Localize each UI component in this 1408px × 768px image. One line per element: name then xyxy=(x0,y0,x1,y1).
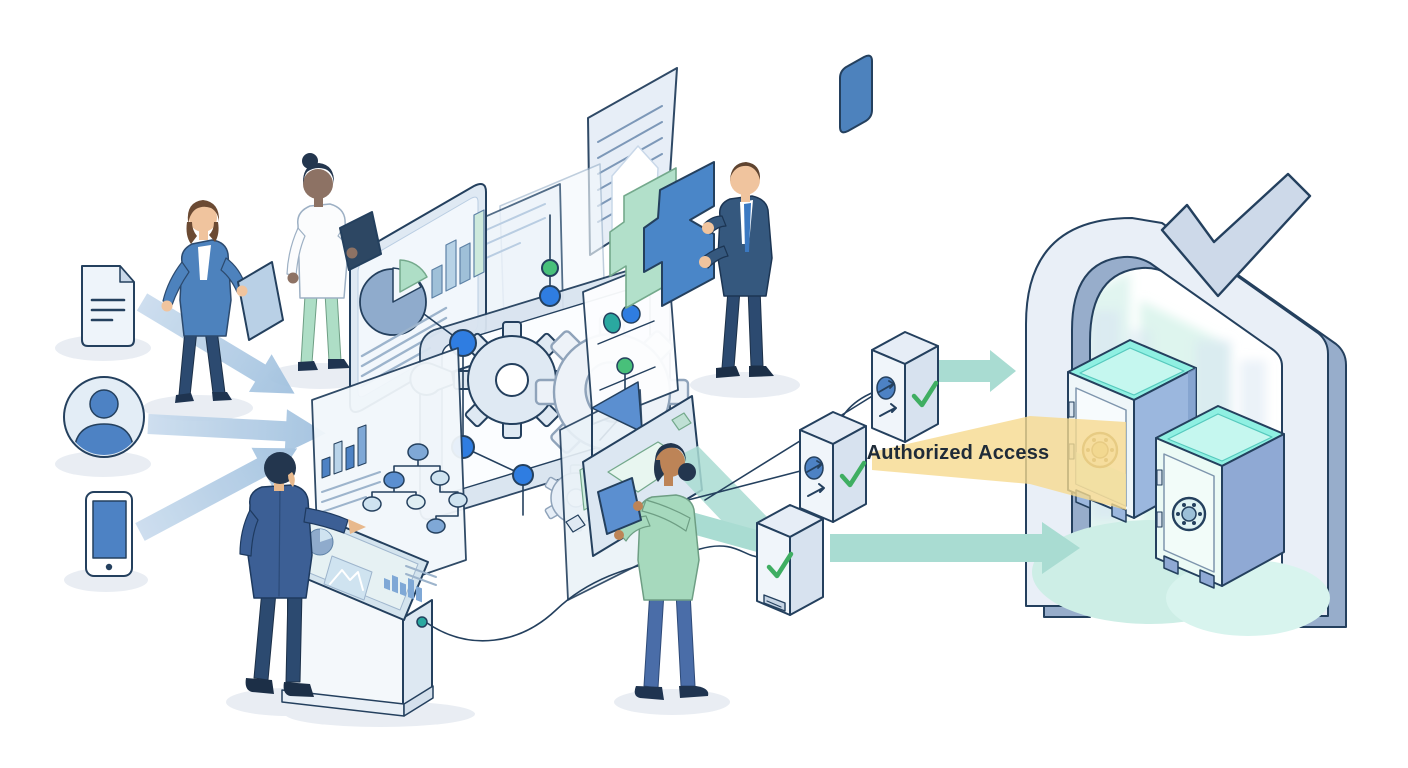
puzzle-assembly xyxy=(609,161,715,309)
arrow-icon xyxy=(879,403,897,417)
checkmark-icon xyxy=(1160,172,1312,298)
arrow-from-device xyxy=(135,447,298,541)
mini-bar-chart xyxy=(321,424,367,479)
authorized-access-label: Authorized Access xyxy=(867,442,1050,464)
woman-with-clipboard xyxy=(161,200,284,403)
bar-chart xyxy=(431,209,485,299)
inspection-tablet xyxy=(597,477,642,535)
floating-card xyxy=(839,54,873,134)
tie xyxy=(744,203,751,252)
arrow-icon xyxy=(807,483,825,497)
kiosk-port xyxy=(416,616,428,628)
checkpoint-2 xyxy=(799,411,867,523)
man-at-kiosk xyxy=(239,452,366,697)
approved-flow-arrows xyxy=(692,350,1080,574)
kiosk xyxy=(280,509,761,717)
checkpoint-3 xyxy=(756,504,824,616)
hair-bun xyxy=(678,463,696,481)
teal-arrow-top xyxy=(938,350,1016,392)
check-icon xyxy=(911,380,939,408)
woman-with-tablet-at-board xyxy=(597,443,709,700)
check-icon xyxy=(766,551,794,579)
flag-icon xyxy=(591,381,643,433)
flowchart-tree xyxy=(362,443,468,534)
vault-arch xyxy=(1025,172,1347,636)
vault-safe-2 xyxy=(1155,405,1285,589)
check-icon xyxy=(839,460,867,488)
authorized-beam: Authorized Access xyxy=(867,416,1126,510)
clipboard xyxy=(237,261,284,341)
man-with-puzzle-piece xyxy=(699,162,774,378)
mobile-device-icon xyxy=(85,491,133,577)
user-icon xyxy=(63,376,145,458)
dial-lock-icon-2 xyxy=(1171,496,1207,532)
pie-chart xyxy=(359,259,428,336)
input-icons xyxy=(63,265,145,577)
teal-arrow-bottom-left xyxy=(692,512,757,552)
kiosk-screen xyxy=(280,509,437,621)
arrow-from-user xyxy=(147,409,326,454)
arch-band-front xyxy=(1025,217,1329,617)
teal-arrow-bottom xyxy=(830,522,1080,574)
woman-presenting-tablet xyxy=(286,153,382,371)
puzzle-piece-blue xyxy=(643,161,715,307)
checkpoint-1 xyxy=(871,331,939,443)
document-icon xyxy=(81,265,135,347)
gear-small-icon xyxy=(453,321,571,439)
